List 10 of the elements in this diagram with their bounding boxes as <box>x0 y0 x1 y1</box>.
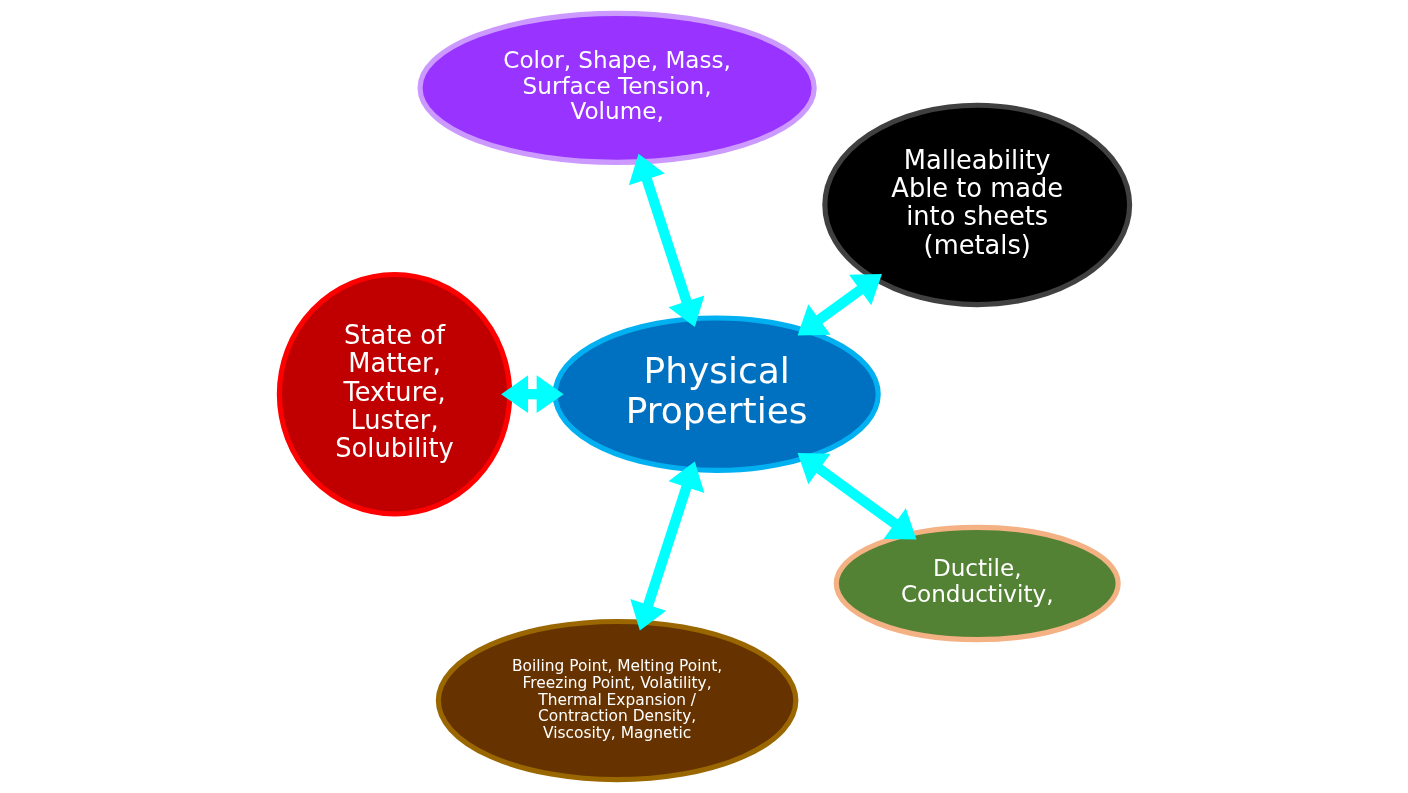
arrow <box>629 461 704 631</box>
node-ellipse: Ductile, Conductivity, <box>833 524 1121 643</box>
arrow <box>628 153 704 327</box>
node-ellipse: Boiling Point, Melting Point, Freezing Point, Volatility, Thermal Expansion / Contraction Density, Viscosity, Magnetic <box>435 618 798 783</box>
node-circle: State of Matter, Texture, Luster, Solubility <box>276 271 512 517</box>
arrow <box>797 274 882 336</box>
node-ellipse: Color, Shape, Mass, Surface Tension, Volume, <box>416 10 817 165</box>
arrow <box>500 375 564 414</box>
arrow <box>797 453 916 540</box>
node-ellipse: Physical Properties <box>552 315 881 473</box>
